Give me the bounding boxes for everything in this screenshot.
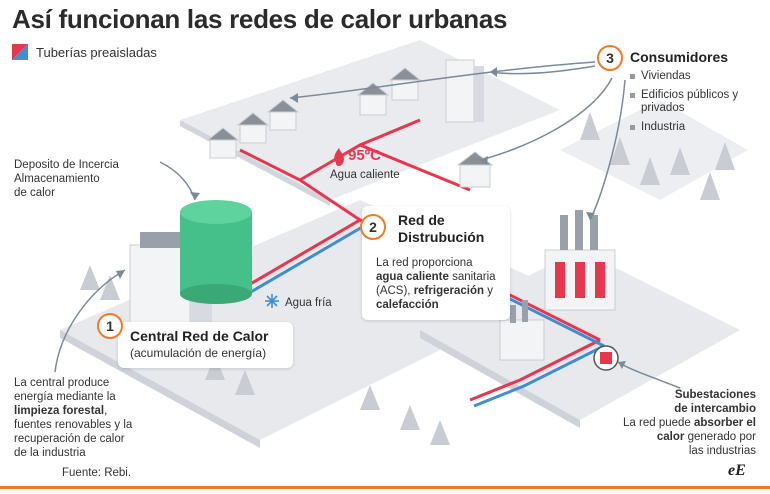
network-title: Red de Distrubución bbox=[398, 212, 485, 245]
page-title: Así funcionan las redes de calor urbanas bbox=[12, 4, 508, 34]
snowflake-icon bbox=[265, 294, 279, 308]
plant-panel bbox=[118, 322, 293, 368]
hot-water-temp: 95ºC bbox=[348, 147, 381, 164]
factory bbox=[499, 210, 616, 361]
brand-logo: eE bbox=[728, 462, 746, 479]
substation-marker bbox=[593, 345, 619, 371]
network-description: La red proporciona agua caliente sanitar… bbox=[376, 257, 496, 311]
plant-subtitle: (acumulación de energía) bbox=[130, 346, 267, 360]
hot-water-label: Agua caliente bbox=[330, 169, 400, 181]
plant-note: La central produce energía mediante la l… bbox=[14, 377, 133, 459]
cold-water-label: Agua fría bbox=[285, 297, 332, 309]
network-number: 2 bbox=[360, 214, 386, 240]
consumers-number: 3 bbox=[597, 45, 623, 71]
deposit-label: Deposito de Incercia Almacenamiento de c… bbox=[14, 159, 119, 199]
consumers-item: Viviendas bbox=[630, 70, 755, 83]
source: Fuente: Rebi. bbox=[62, 467, 132, 479]
houses bbox=[206, 67, 494, 188]
consumers-item: Industria bbox=[630, 121, 755, 134]
legend: Tuberías preaisladas bbox=[12, 44, 157, 60]
storage-tank bbox=[180, 200, 252, 304]
flame-icon bbox=[334, 148, 344, 166]
plant-title: Central Red de Calor bbox=[130, 328, 269, 344]
footer-rule bbox=[0, 486, 770, 489]
substation-label: Subestaciones de intercambio La red pued… bbox=[623, 389, 756, 457]
network-panel bbox=[362, 206, 510, 320]
legend-label: Tuberías preaisladas bbox=[36, 44, 157, 60]
consumers-title: Consumidores bbox=[630, 49, 729, 65]
consumers-item: Edificios públicos y privados bbox=[630, 89, 755, 115]
pipe-legend-icon bbox=[12, 44, 28, 60]
ground-left-edge bbox=[60, 330, 260, 448]
apartment-tower bbox=[445, 59, 484, 123]
ground-right-edge bbox=[420, 330, 580, 428]
consumers-list: Viviendas Edificios públicos y privados … bbox=[630, 70, 755, 140]
plant-number: 1 bbox=[97, 313, 123, 339]
arrow-heads bbox=[116, 67, 626, 369]
ground-forest bbox=[560, 100, 748, 200]
